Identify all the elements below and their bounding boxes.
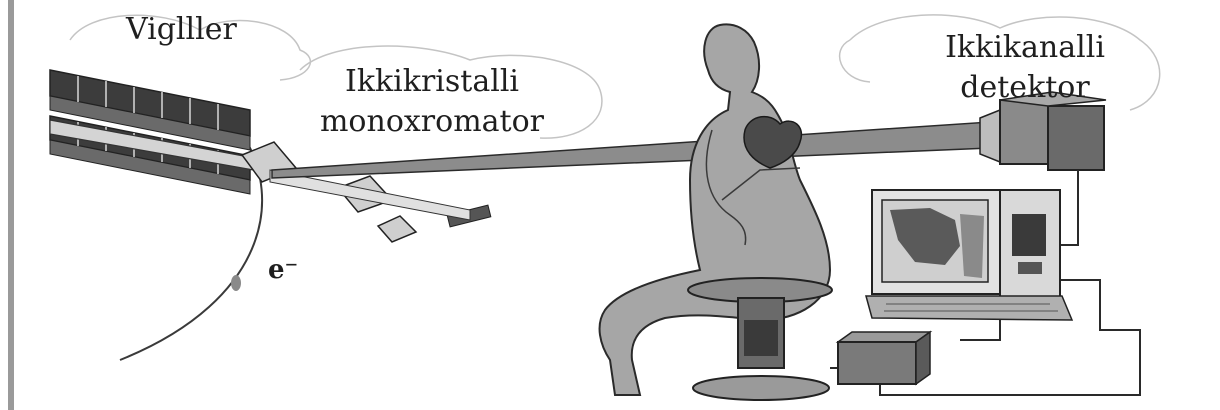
control-box-icon (838, 332, 930, 384)
monochromator-label-line2: monoxromator (302, 104, 562, 140)
computer-monitor-icon (866, 190, 1072, 320)
crystal-plate-icon (378, 216, 416, 242)
electron-label: e⁻ (268, 252, 298, 288)
detector-label-line1: Ikkikanalli (920, 30, 1130, 66)
electron-marker (231, 275, 241, 291)
left-border (8, 0, 14, 410)
wiggler-label: Viglller (126, 12, 237, 48)
monochromator-label-line1: Ikkikristalli (302, 64, 562, 100)
seated-patient-icon (600, 24, 830, 395)
detector-label-line2: detektor (920, 70, 1130, 106)
stool-icon (688, 278, 832, 400)
